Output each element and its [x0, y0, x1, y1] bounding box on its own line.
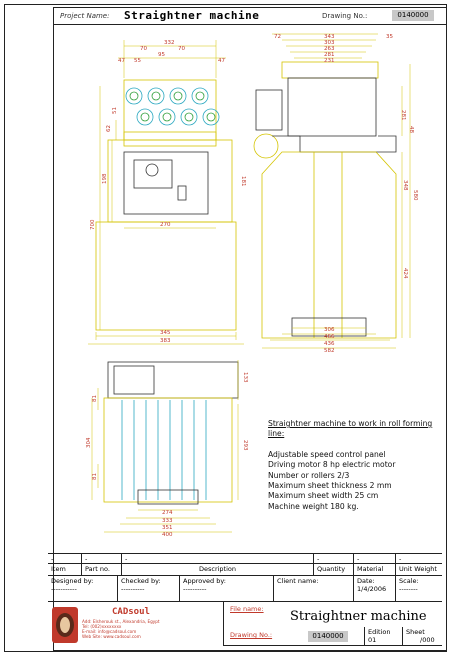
dim-label: 181 [240, 176, 246, 187]
front-control-panel [123, 151, 209, 215]
tb-date: Date:1/4/2006 [354, 576, 396, 602]
drawing-no-label: Drawing No.: [322, 12, 368, 20]
side-view [253, 33, 411, 349]
note-item: Maximum sheet width 25 cm [268, 491, 379, 501]
top-motor [107, 361, 239, 399]
dim-label: 263 [324, 46, 335, 52]
side-base [261, 151, 397, 339]
dim-label: 582 [324, 348, 335, 354]
dim-label: 333 [162, 518, 173, 524]
tb-quantity: Quantity [314, 564, 354, 576]
dim-label: 466 [324, 334, 335, 340]
dim-label: 351 [162, 525, 173, 531]
tb-scale: Scale:-------- [396, 576, 442, 602]
drawing-sheet: Project Name: Straightner machine Drawin… [4, 4, 447, 652]
dim-label: 303 [324, 40, 335, 46]
note-item: Driving motor 8 hp electric motor [268, 460, 396, 470]
dimension-labels: 332 70 70 95 47 47 55 270 345 383 700 19… [86, 34, 418, 538]
tb-description: Description [122, 564, 314, 576]
tb-material: Material [354, 564, 396, 576]
drawing-no: 0140000 [392, 10, 434, 21]
tb-file-name: Straightner machine [290, 609, 427, 624]
dim-label: 70 [140, 46, 147, 52]
dim-label: 306 [324, 327, 335, 333]
dim-label: 400 [162, 532, 173, 538]
tb-sheet: Sheet/000 [403, 627, 442, 646]
dim-label: 281 [400, 110, 406, 121]
top-view [91, 360, 239, 533]
brand-name: CADsoul [112, 607, 150, 617]
dim-label: 270 [160, 222, 171, 228]
tb-drawing-no: 0140000 [308, 631, 348, 642]
dim-label: 81 [92, 473, 98, 480]
title-block: - - - - - - Item Part no. Description Qu… [48, 553, 442, 646]
dim-label: 55 [134, 58, 141, 64]
project-name: Straightner machine [124, 9, 260, 22]
side-roller-housing [287, 77, 377, 137]
cadsoul-emblem-icon [52, 607, 78, 643]
dim-label: 62 [106, 125, 112, 132]
tb-client-name: Client name: [274, 576, 354, 602]
cadsoul-logo: CADsoul Add: Elsherouk st., Alexandria, … [48, 603, 223, 646]
tb-designed-by: Designed by:----------- [48, 576, 118, 602]
dim-label: 345 [160, 330, 171, 336]
dim-label: 51 [112, 107, 118, 114]
dim-label: 70 [178, 46, 185, 52]
machine-notes: Straightner machine to work in roll form… [268, 419, 438, 512]
dim-label: 343 [324, 34, 335, 40]
dim-label: 81 [92, 395, 98, 402]
front-base [95, 221, 237, 331]
tb-file-name-label: File name: [230, 605, 264, 613]
brand-address: Add: Elsherouk st., Alexandria, Egypt Te… [82, 619, 160, 639]
dim-label: 95 [158, 52, 165, 58]
tb-item: Item [48, 564, 82, 576]
notes-title: Straightner machine to work in roll form… [268, 419, 433, 439]
front-view [88, 40, 244, 345]
note-item: Maximum sheet thickness 2 mm [268, 481, 392, 491]
dim-label: 424 [402, 268, 408, 279]
dim-label: 274 [162, 510, 173, 516]
dim-label: 47 [118, 58, 125, 64]
dim-label: 304 [86, 437, 92, 448]
dim-label: 436 [324, 341, 335, 347]
header-bar: Project Name: Straightner machine Drawin… [54, 8, 446, 25]
dim-label: 231 [324, 58, 335, 64]
dim-label: 47 [218, 58, 225, 64]
dim-label: 293 [242, 440, 248, 451]
tb-checked-by: Checked by:---------- [118, 576, 180, 602]
tb-approved-by: Approved by:---------- [180, 576, 274, 602]
note-item: Adjustable speed control panel [268, 449, 386, 459]
dim-label: 133 [242, 372, 248, 383]
project-name-label: Project Name: [60, 12, 110, 20]
note-item: Machine weight 180 kg. [268, 501, 359, 511]
tb-drawing-no-label: Drawing No.: [230, 631, 273, 639]
dim-label: 72 [274, 34, 281, 40]
dim-label: 348 [402, 180, 408, 191]
note-item: Number or rollers 2/3 [268, 470, 350, 480]
dim-label: 580 [412, 190, 418, 201]
dim-label: 332 [164, 40, 175, 46]
tb-unit-weight: Unit Weight [396, 564, 442, 576]
dim-label: 700 [90, 219, 96, 230]
tb-part-no: Part no. [82, 564, 122, 576]
dim-label: 198 [102, 173, 108, 184]
dim-label: 281 [324, 52, 335, 58]
dim-label: 383 [160, 338, 171, 344]
dim-label: 35 [386, 34, 393, 40]
top-frame [103, 397, 233, 503]
drawing-frame: Project Name: Straightner machine Drawin… [53, 7, 447, 651]
dim-label: 48 [408, 126, 414, 133]
side-motor [253, 133, 279, 159]
